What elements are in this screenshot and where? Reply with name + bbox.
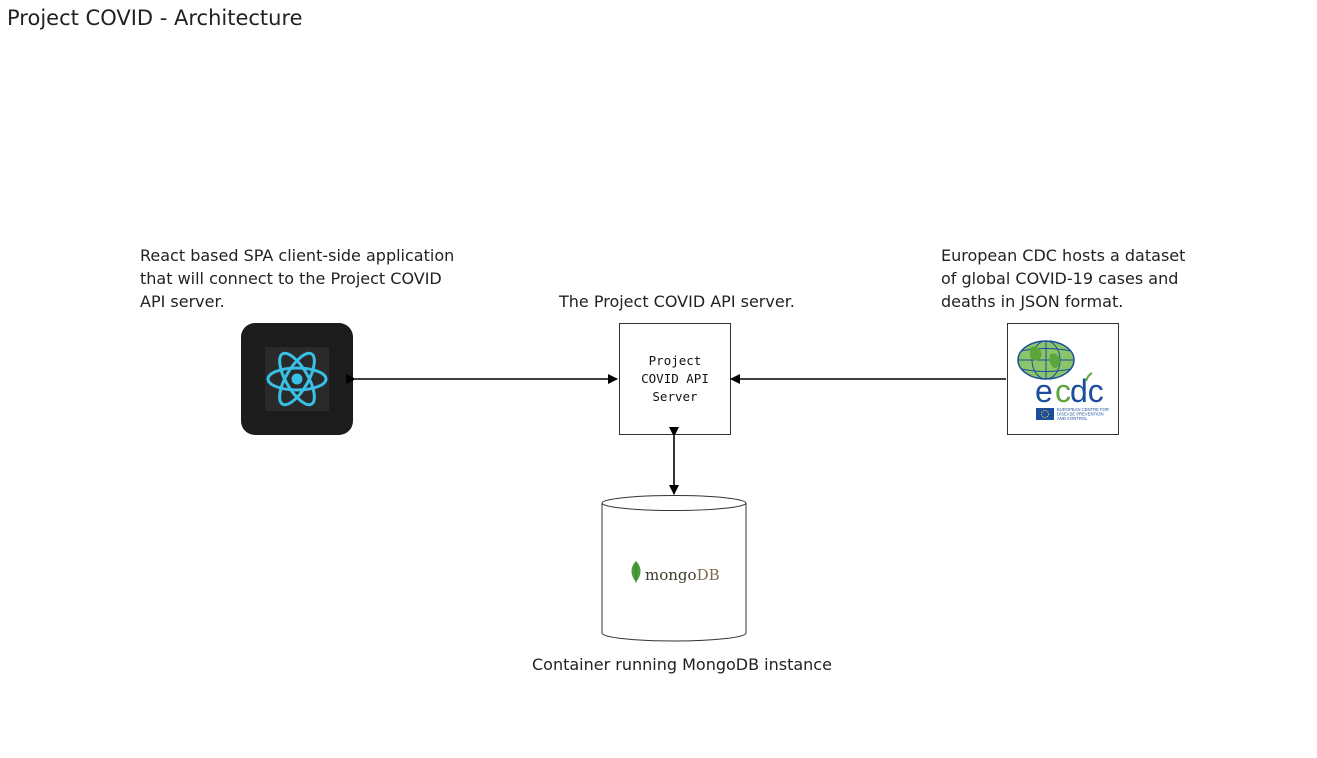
api-server-label: Project COVID API Server: [641, 353, 709, 404]
ecdc-logo: e c dc EUROPEAN CENTRE FOR DISEASE PREVE…: [1017, 340, 1109, 421]
page-title: Project COVID - Architecture: [7, 6, 303, 30]
react-client-caption: React based SPA client-side application …: [140, 246, 455, 311]
ecdc-caption: European CDC hosts a dataset of global C…: [941, 246, 1186, 311]
svg-text:e: e: [1035, 373, 1053, 409]
react-logo-icon: [265, 347, 329, 411]
mongodb-node[interactable]: [601, 495, 749, 645]
mongodb-caption: Container running MongoDB instance: [532, 655, 832, 674]
ecdc-wordmark: e c dc: [1035, 372, 1104, 409]
globe-icon: [1017, 340, 1075, 380]
api-server-caption: The Project COVID API server.: [559, 292, 795, 311]
svg-text:AND CONTROL: AND CONTROL: [1057, 416, 1088, 421]
react-client-node[interactable]: [241, 323, 353, 435]
svg-text:EUROPEAN CENTRE FOR: EUROPEAN CENTRE FOR: [1057, 407, 1109, 412]
ecdc-node[interactable]: e c dc EUROPEAN CENTRE FOR DISEASE PREVE…: [1007, 323, 1119, 435]
api-server-node[interactable]: Project COVID API Server: [619, 323, 731, 435]
eu-flag-icon: [1036, 408, 1054, 420]
svg-text:DISEASE PREVENTION: DISEASE PREVENTION: [1057, 412, 1104, 417]
mongodb-leaf-icon: [631, 561, 641, 583]
svg-text:c: c: [1055, 373, 1071, 409]
mongodb-logo: mongoDB: [645, 566, 720, 584]
